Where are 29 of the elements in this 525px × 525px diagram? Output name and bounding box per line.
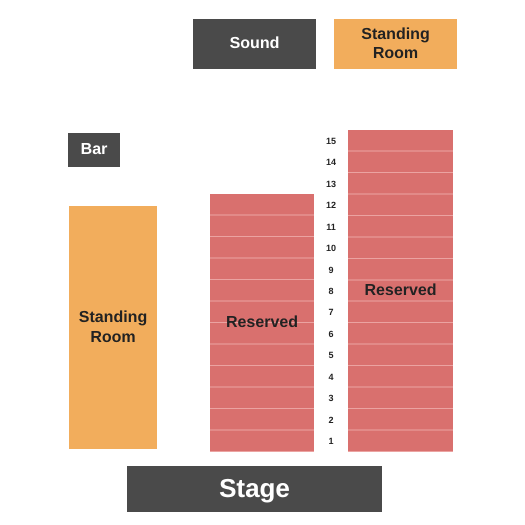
section-label: Reserved (364, 281, 437, 301)
row-number: 12 (324, 199, 337, 212)
row-number: 1 (327, 435, 334, 448)
row-number: 3 (327, 392, 334, 404)
sound-booth-area (193, 19, 316, 69)
reserved-seating-section (348, 130, 453, 452)
stage-area (127, 466, 382, 512)
row-number: 15 (324, 134, 337, 147)
row-number: 5 (327, 349, 334, 362)
area-label: Sound (230, 34, 280, 54)
row-number: 4 (327, 370, 334, 383)
section-label: Reserved (226, 313, 298, 333)
row-number: 2 (327, 414, 334, 426)
row-number: 7 (327, 306, 334, 318)
row-number: 10 (324, 242, 337, 254)
standing-room-area (69, 206, 157, 449)
bar-area (68, 133, 120, 167)
row-number: 11 (325, 220, 337, 233)
row-number: 14 (324, 156, 337, 168)
area-label: Standing Room (78, 308, 148, 347)
reserved-seating-section (210, 194, 314, 452)
row-number: 9 (327, 264, 334, 276)
area-label: Bar (80, 140, 108, 160)
standing-room-area (334, 19, 457, 69)
row-number: 6 (327, 328, 334, 340)
area-label: Standing Room (360, 24, 431, 64)
area-label: Stage (219, 473, 290, 505)
row-number: 13 (324, 178, 337, 190)
row-number: 8 (327, 285, 334, 297)
